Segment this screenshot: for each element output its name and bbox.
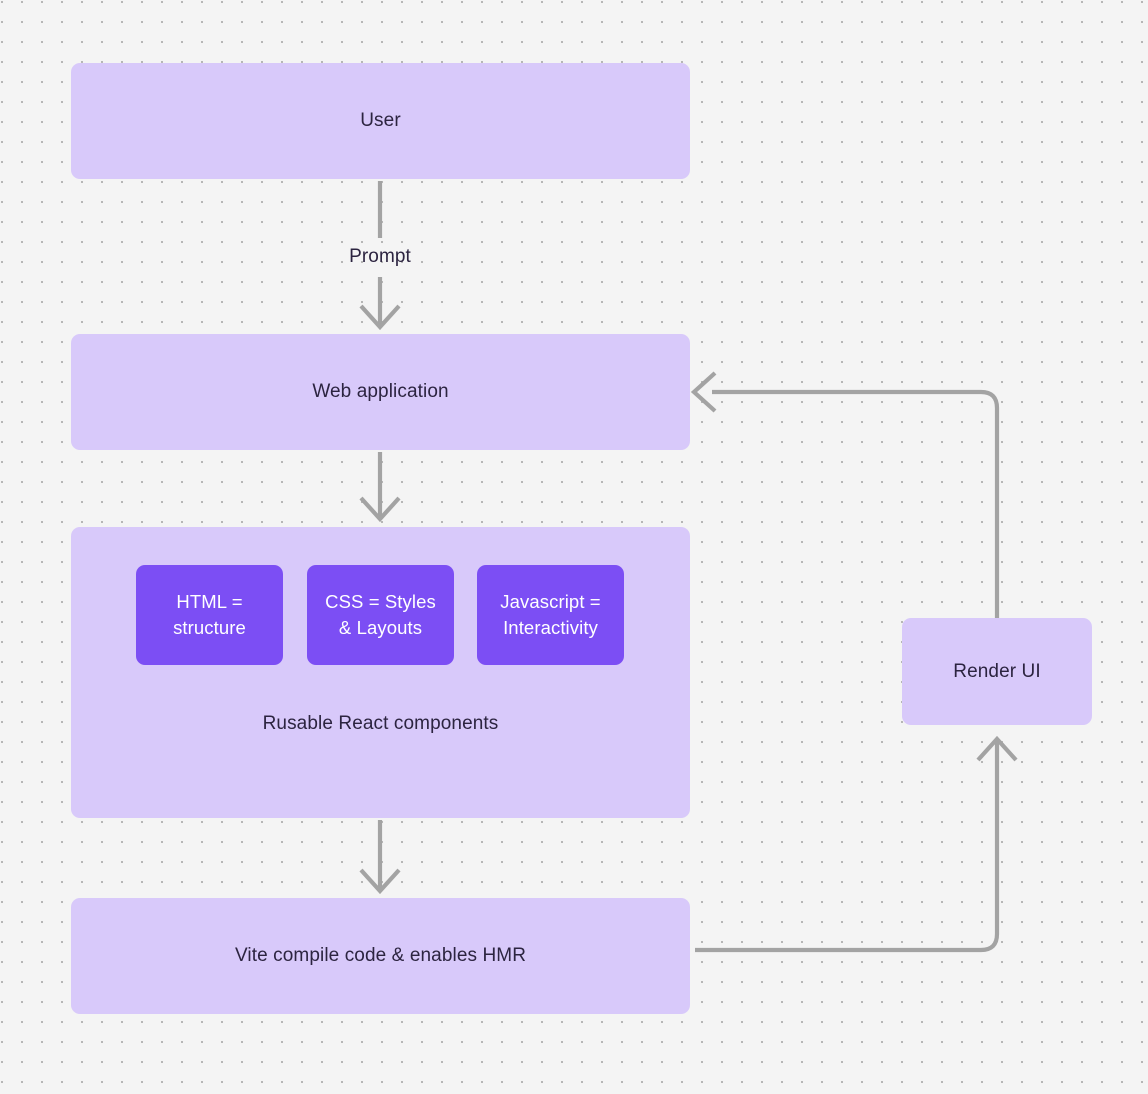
node-react-components[interactable]: HTML = structure CSS = Styles & Layouts … (71, 527, 690, 818)
edge-render-to-webapp[interactable] (690, 371, 1000, 618)
node-vite-label: Vite compile code & enables HMR (234, 945, 527, 967)
edge-label-prompt: Prompt (349, 246, 411, 267)
node-user[interactable]: User (71, 63, 690, 179)
edge-vite-to-render[interactable] (695, 735, 1018, 953)
node-css[interactable]: CSS = Styles & Layouts (307, 565, 454, 665)
edge-react-to-vite[interactable] (359, 820, 401, 895)
node-javascript-label: Javascript = Interactivity (500, 590, 601, 638)
node-javascript[interactable]: Javascript = Interactivity (477, 565, 624, 665)
node-vite[interactable]: Vite compile code & enables HMR (71, 898, 690, 1014)
react-inner-group: HTML = structure CSS = Styles & Layouts … (71, 527, 690, 818)
node-html-label: HTML = structure (173, 590, 246, 638)
node-web-application-label: Web application (312, 381, 449, 403)
node-render-ui-label: Render UI (953, 660, 1041, 682)
node-react-components-caption: Rusable React components (262, 713, 499, 734)
edge-webapp-to-react[interactable] (359, 452, 401, 523)
node-user-label: User (360, 110, 401, 132)
node-css-label: CSS = Styles & Layouts (325, 590, 436, 638)
node-web-application[interactable]: Web application (71, 334, 690, 450)
node-render-ui[interactable]: Render UI (902, 618, 1092, 725)
node-html[interactable]: HTML = structure (136, 565, 283, 665)
